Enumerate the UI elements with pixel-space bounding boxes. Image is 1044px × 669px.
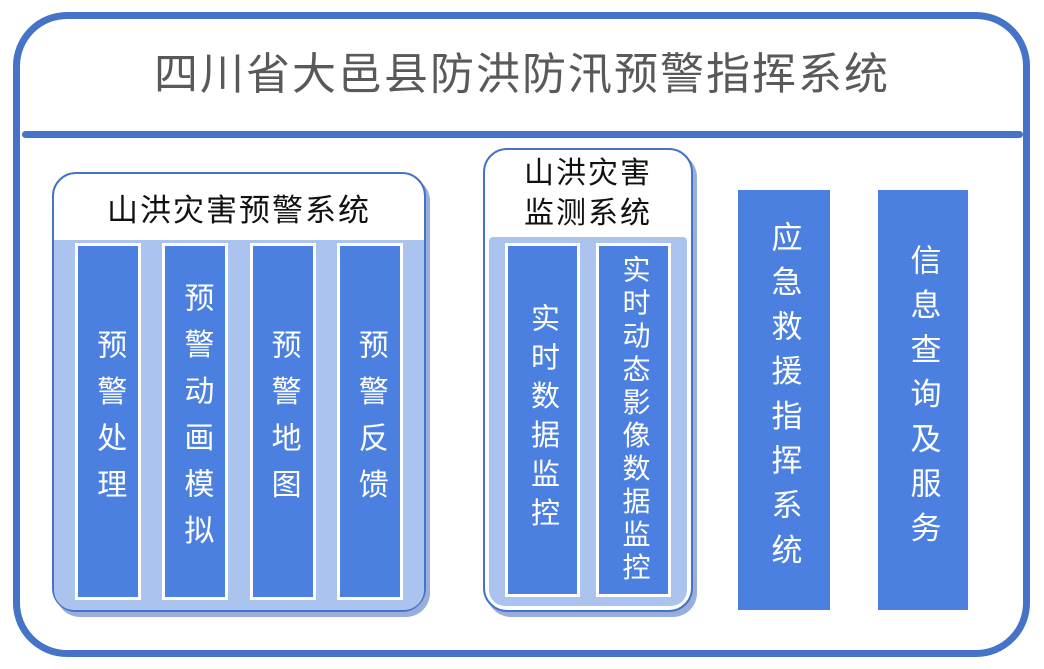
bar-realtime-video-data-monitoring-label: 实时动态影像数据监控 <box>618 254 650 586</box>
panel-warning-system: 山洪灾害预警系统 预警处理 预警动画模拟 预警地图 预警反馈 <box>52 172 426 612</box>
title-divider <box>22 131 1023 138</box>
bar-realtime-data-monitoring: 实时数据监控 <box>505 243 580 597</box>
page-title: 四川省大邑县防洪防汛预警指挥系统 <box>154 50 890 99</box>
panel-warning-body: 预警处理 预警动画模拟 预警地图 预警反馈 <box>54 240 424 610</box>
bar-warning-processing: 预警处理 <box>75 243 142 600</box>
bar-warning-map-label: 预警地图 <box>266 328 300 515</box>
panel-monitoring-title-line1: 山洪灾害 <box>524 156 652 190</box>
panel-monitoring-title-line2: 监测系统 <box>524 196 652 230</box>
bar-warning-feedback: 预警反馈 <box>336 243 403 600</box>
bar-warning-animation-simulation-label: 预警动画模拟 <box>179 282 213 561</box>
panel-monitoring-system: 山洪灾害 监测系统 实时数据监控 实时动态影像数据监控 <box>483 148 693 612</box>
bar-information-query-and-service: 信息查询及服务 <box>878 190 968 610</box>
panel-monitoring-title: 山洪灾害 监测系统 <box>485 150 691 237</box>
bar-warning-processing-label: 预警处理 <box>92 328 126 515</box>
panel-monitoring-body: 实时数据监控 实时动态影像数据监控 <box>489 237 687 606</box>
bar-warning-feedback-label: 预警反馈 <box>353 328 387 515</box>
bar-emergency-rescue-command-system: 应急救援指挥系统 <box>738 190 830 610</box>
bar-warning-animation-simulation: 预警动画模拟 <box>162 243 229 600</box>
bar-realtime-video-data-monitoring: 实时动态影像数据监控 <box>596 243 671 597</box>
panel-warning-title: 山洪灾害预警系统 <box>107 192 371 228</box>
bar-realtime-data-monitoring-label: 实时数据监控 <box>526 303 559 537</box>
bar-emergency-rescue-command-system-label: 应急救援指挥系统 <box>766 221 802 579</box>
bar-information-query-and-service-label: 信息查询及服务 <box>905 243 941 557</box>
bar-warning-map: 预警地图 <box>249 243 316 600</box>
outer-frame <box>13 12 1030 657</box>
